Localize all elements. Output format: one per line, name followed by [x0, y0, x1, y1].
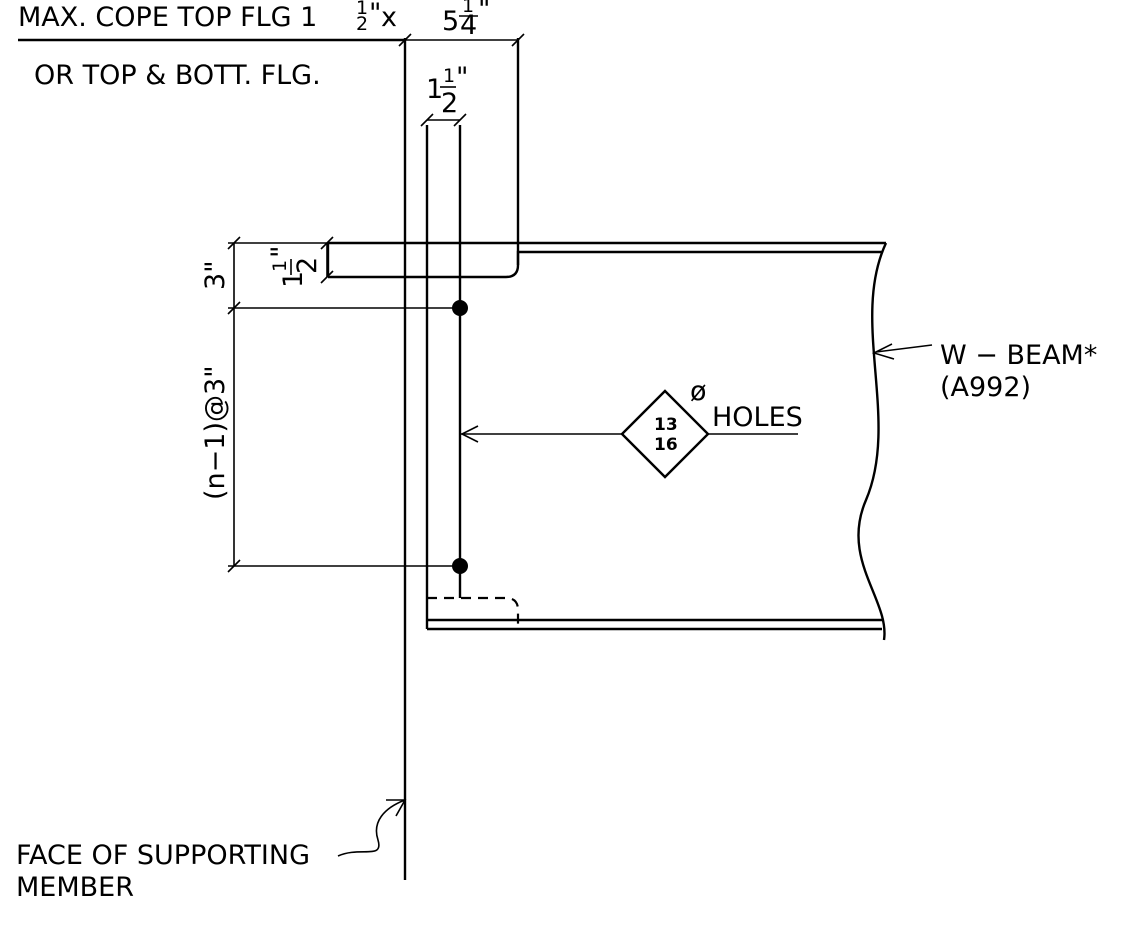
svg-text:1: 1 — [356, 0, 368, 19]
hole-size-denominator: 16 — [654, 435, 678, 455]
cope-length-dimension: 5 1 4 " — [398, 0, 525, 47]
dim-cope-depth: 1 1 2 " — [266, 246, 323, 288]
beam-material: (A992) — [940, 372, 1031, 403]
cope-note: MAX. COPE TOP FLG 1 1 2 " x OR TOP & BOT… — [18, 0, 405, 91]
svg-text:1: 1 — [426, 74, 443, 105]
svg-text:5: 5 — [442, 6, 459, 37]
svg-text:x: x — [381, 2, 397, 33]
cope-note-line1: MAX. COPE TOP FLG 1 — [18, 2, 317, 33]
plate-edge-dimension: 1 1 2 " — [420, 62, 468, 127]
svg-text:2: 2 — [292, 257, 323, 274]
hole-diamond — [620, 389, 710, 479]
support-label-line2: MEMBER — [16, 872, 134, 903]
hole-callout: 13 16 ø HOLES — [460, 376, 803, 479]
dim-3-inch: 3" — [200, 260, 231, 290]
vertical-dimensions — [227, 236, 460, 573]
shear-plate — [425, 125, 462, 629]
svg-text:1: 1 — [462, 0, 474, 17]
holes-label: HOLES — [712, 402, 803, 433]
svg-text:": " — [456, 62, 468, 93]
svg-text:": " — [266, 246, 297, 258]
svg-text:4: 4 — [460, 10, 477, 41]
support-callout: FACE OF SUPPORTING MEMBER — [16, 799, 407, 903]
svg-text:1: 1 — [269, 260, 291, 272]
diameter-symbol: ø — [690, 376, 707, 407]
beam-break-line — [857, 242, 888, 641]
dim-bolt-spacing: (n−1)@3" — [200, 365, 231, 500]
svg-text:2: 2 — [356, 13, 368, 35]
beam-label: W − BEAM* — [940, 340, 1097, 371]
w-beam — [326, 38, 888, 641]
svg-text:1: 1 — [278, 271, 309, 288]
svg-text:1: 1 — [443, 65, 455, 87]
bottom-cope-dashed — [427, 596, 520, 629]
svg-text:": " — [478, 0, 490, 25]
svg-text:": " — [369, 0, 381, 29]
beam-callout: W − BEAM* (A992) — [871, 340, 1097, 403]
hole-size-numerator: 13 — [654, 415, 678, 435]
svg-text:2: 2 — [441, 88, 458, 119]
support-label-line1: FACE OF SUPPORTING — [16, 840, 310, 871]
cope-note-line2: OR TOP & BOTT. FLG. — [34, 60, 321, 91]
